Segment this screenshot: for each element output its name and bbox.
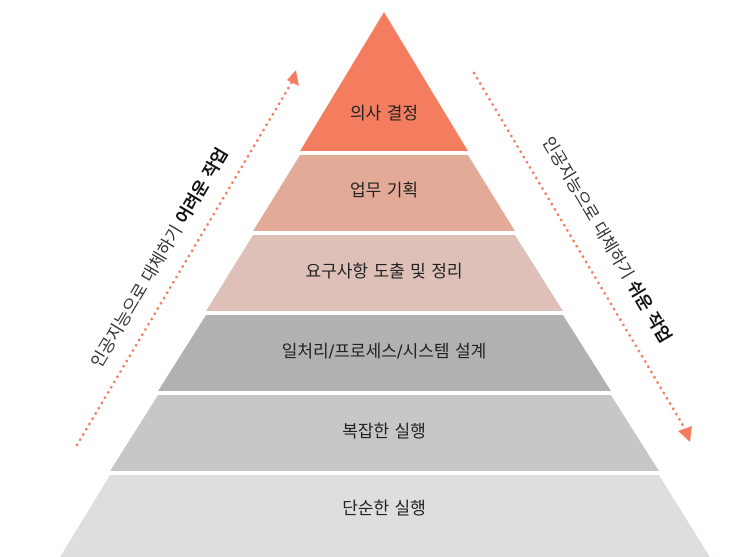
right-arrow-label: 인공지능으로 대체하기 쉬운 작업 bbox=[537, 133, 674, 346]
left-arrow-label-emphasis: 어려운 작업 bbox=[173, 145, 233, 228]
pyramid-level-1: 의사 결정 bbox=[300, 12, 468, 151]
pyramid-level-4: 일처리/프로세스/시스템 설계 bbox=[158, 315, 611, 391]
pyramid-level-6: 단순한 실행 bbox=[60, 475, 710, 557]
pyramid-level-1-label: 의사 결정 bbox=[350, 104, 418, 124]
right-arrow-label-prefix: 인공지능으로 대체하기 bbox=[537, 133, 639, 287]
left-arrow bbox=[75, 70, 299, 447]
right-arrow-head bbox=[678, 426, 692, 442]
pyramid-level-4-label: 일처리/프로세스/시스템 설계 bbox=[282, 342, 487, 362]
left-arrow-label-prefix: 인공지능으로 대체하기 bbox=[87, 217, 189, 371]
pyramid-level-4-shape bbox=[158, 315, 611, 391]
pyramid-level-3: 요구사항 도출 및 정리 bbox=[206, 235, 563, 311]
pyramid-level-1-shape bbox=[300, 12, 468, 151]
pyramid-level-2-label: 업무 기획 bbox=[350, 181, 418, 201]
pyramid-level-6-label: 단순한 실행 bbox=[342, 499, 426, 519]
pyramid-level-5-label: 복잡한 실행 bbox=[342, 422, 426, 442]
pyramid-level-2-shape bbox=[253, 155, 515, 231]
pyramid-level-3-shape bbox=[206, 235, 563, 311]
pyramid-levels: 의사 결정 업무 기획 요구사항 도출 및 정리 일처리/프로세스/시스템 설계… bbox=[60, 12, 710, 557]
pyramid-level-2: 업무 기획 bbox=[253, 155, 515, 231]
pyramid-level-5: 복잡한 실행 bbox=[110, 395, 659, 471]
left-arrow-head bbox=[287, 70, 299, 86]
pyramid-level-5-shape bbox=[110, 395, 659, 471]
pyramid-level-6-shape bbox=[60, 475, 710, 557]
pyramid-level-3-label: 요구사항 도출 및 정리 bbox=[306, 262, 463, 282]
right-arrow bbox=[472, 71, 692, 442]
